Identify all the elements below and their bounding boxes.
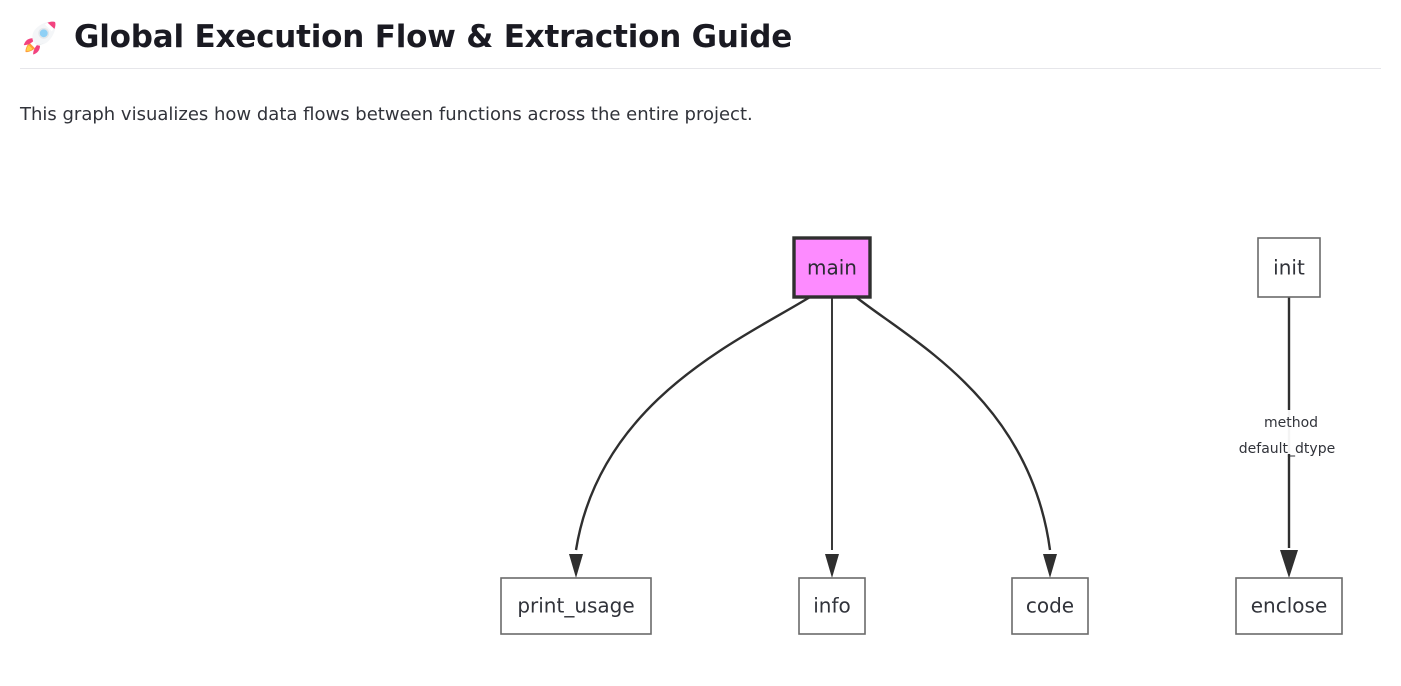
edge-label-default_dtype: default_dtype [1239,441,1335,457]
node-print_usage[interactable]: print_usage [500,577,652,635]
node-label: print_usage [517,594,634,618]
node-label: enclose [1251,594,1328,618]
edge-main-to-code[interactable] [855,296,1057,578]
execution-flow-graph: method default_dtype main init print_usa… [0,150,1401,650]
edge-line [574,295,811,551]
rocket-icon [23,21,56,55]
page-title: Global Execution Flow & Extraction Guide [74,18,793,55]
arrowhead-icon [1043,554,1057,578]
node-label: init [1273,256,1305,280]
node-code[interactable]: code [1011,577,1089,635]
graph-nodes: main init print_usage info code [500,236,1343,635]
edge-main-to-print_usage[interactable] [569,295,811,578]
page-header: Global Execution Flow & Extraction Guide [0,0,1401,56]
node-label: info [813,594,851,618]
node-label: main [807,256,857,280]
node-init[interactable]: init [1257,237,1321,298]
node-main[interactable]: main [792,236,872,299]
node-box [1257,237,1321,298]
graph-edges: method default_dtype [569,295,1348,578]
edge-line [855,296,1052,551]
edge-init-to-enclose[interactable]: method default_dtype [1230,297,1348,578]
arrowhead-icon [825,554,839,578]
node-box [500,577,652,635]
node-box [798,577,866,635]
node-enclose[interactable]: enclose [1235,577,1343,635]
node-box [792,236,872,299]
node-box [1011,577,1089,635]
arrowhead-icon [569,554,583,578]
graph-canvas: method default_dtype main init print_usa… [500,236,1348,635]
header-divider [20,68,1381,69]
intro-description: This graph visualizes how data flows bet… [20,104,753,125]
edge-label-method: method [1264,415,1318,431]
node-label: code [1026,594,1074,618]
edge-main-to-info[interactable] [825,297,839,578]
node-info[interactable]: info [798,577,866,635]
node-box [1235,577,1343,635]
edge-label-backdrop [1230,410,1348,454]
arrowhead-icon [1280,550,1298,578]
